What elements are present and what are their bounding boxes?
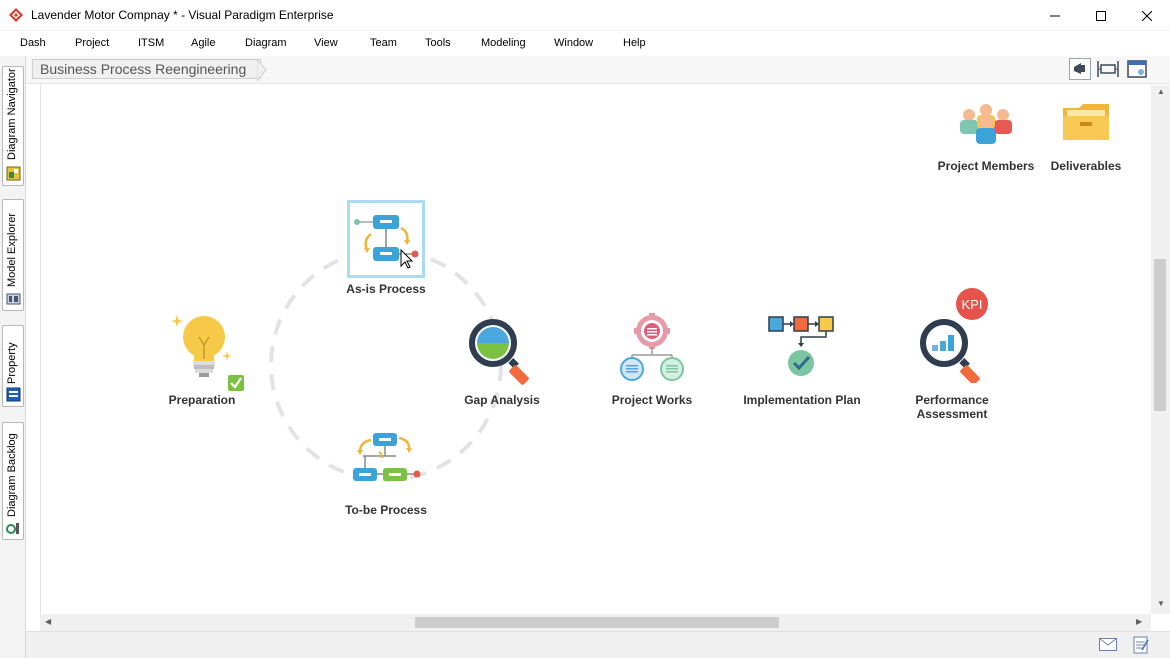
menu-help[interactable]: Help xyxy=(623,37,646,49)
vertical-scrollbar[interactable]: ▲ ▼ xyxy=(1151,85,1170,614)
side-tab-strip: Diagram Navigator Model Explorer Propert… xyxy=(0,56,26,658)
diagram-canvas[interactable]: Project Members Deliverables As-is Proce… xyxy=(40,85,1140,614)
menu-diagram[interactable]: Diagram xyxy=(245,37,287,49)
menu-team[interactable]: Team xyxy=(370,37,397,49)
people-group-icon[interactable] xyxy=(958,100,1014,145)
tab-model-explorer-label: Model Explorer xyxy=(6,213,18,287)
horizontal-scrollbar[interactable]: ◀ ▶ xyxy=(40,614,1151,631)
maximize-icon xyxy=(1096,10,1106,21)
implementation-plan-label: Implementation Plan xyxy=(743,393,861,407)
visual-paradigm-logo-icon xyxy=(9,8,23,22)
performance-assessment-label-line1: Performance xyxy=(915,393,989,407)
diagram-backlog-icon xyxy=(6,523,19,534)
tab-diagram-navigator-label: Diagram Navigator xyxy=(6,68,18,160)
project-works-label: Project Works xyxy=(611,393,693,407)
breadcrumb-chevron-icon xyxy=(257,58,267,82)
tab-diagram-backlog-label: Diagram Backlog xyxy=(6,433,18,517)
kpi-magnifier-icon[interactable]: KPI xyxy=(917,287,991,383)
tab-property-label: Property xyxy=(6,342,18,384)
flowchart-icon[interactable] xyxy=(347,200,425,278)
performance-assessment-label-line2: Assessment xyxy=(916,407,988,421)
scroll-up-icon[interactable]: ▲ xyxy=(1157,87,1165,96)
close-icon xyxy=(1142,10,1152,21)
minimize-icon xyxy=(1050,15,1060,16)
model-explorer-icon xyxy=(6,293,21,305)
diagram-view-icon[interactable] xyxy=(1126,58,1148,80)
menu-view[interactable]: View xyxy=(314,37,338,49)
title-bar: Lavender Motor Compnay * - Visual Paradi… xyxy=(0,0,1170,31)
gap-analysis-label: Gap Analysis xyxy=(464,393,540,407)
scroll-left-icon[interactable]: ◀ xyxy=(45,617,52,626)
vertical-scrollbar-thumb[interactable] xyxy=(1154,259,1166,411)
breadcrumb[interactable]: Business Process Reengineering xyxy=(32,59,262,79)
notes-icon[interactable] xyxy=(1133,636,1149,654)
menu-itsm[interactable]: ITSM xyxy=(138,37,165,49)
minimize-button[interactable] xyxy=(1032,0,1078,31)
to-be-process-label: To-be Process xyxy=(345,503,427,517)
gear-hierarchy-icon[interactable] xyxy=(617,313,687,383)
tab-diagram-navigator[interactable]: Diagram Navigator xyxy=(2,66,24,186)
diagram-navigator-icon xyxy=(6,166,21,181)
magnifier-icon[interactable] xyxy=(467,317,537,385)
plan-flow-icon[interactable] xyxy=(767,315,837,381)
tab-diagram-backlog[interactable]: Diagram Backlog xyxy=(2,422,24,540)
property-icon xyxy=(6,387,21,402)
deliverables-label: Deliverables xyxy=(1050,159,1122,173)
horizontal-scrollbar-thumb[interactable] xyxy=(415,617,779,628)
menu-dash[interactable]: Dash xyxy=(20,37,46,49)
menu-window[interactable]: Window xyxy=(554,37,594,49)
menu-bar: Dash Project ITSM Agile Diagram View Tea… xyxy=(0,31,1170,56)
menu-modeling[interactable]: Modeling xyxy=(481,37,526,49)
performance-assessment-label: Performance Assessment xyxy=(915,393,988,421)
lightbulb-icon[interactable] xyxy=(169,313,249,393)
breadcrumb-label: Business Process Reengineering xyxy=(40,61,247,77)
folder-icon[interactable] xyxy=(1061,102,1111,142)
announcement-icon[interactable] xyxy=(1069,58,1091,80)
flowchart-icon[interactable] xyxy=(348,430,424,486)
close-button[interactable] xyxy=(1124,0,1170,31)
tab-model-explorer[interactable]: Model Explorer xyxy=(2,199,24,311)
kpi-badge-text: KPI xyxy=(962,297,983,312)
scroll-down-icon[interactable]: ▼ xyxy=(1157,599,1165,608)
menu-project[interactable]: Project xyxy=(75,37,110,49)
preparation-label: Preparation xyxy=(168,393,236,407)
mail-icon[interactable] xyxy=(1099,638,1117,651)
project-members-label: Project Members xyxy=(937,159,1035,173)
breadcrumb-bar: Business Process Reengineering xyxy=(26,56,1170,84)
maximize-button[interactable] xyxy=(1078,0,1124,31)
window-title: Lavender Motor Compnay * - Visual Paradi… xyxy=(31,8,334,22)
fit-diagram-icon[interactable] xyxy=(1097,58,1119,80)
as-is-process-label: As-is Process xyxy=(346,282,426,296)
menu-tools[interactable]: Tools xyxy=(425,37,451,49)
menu-agile[interactable]: Agile xyxy=(191,37,216,49)
tab-property[interactable]: Property xyxy=(2,325,24,407)
status-bar xyxy=(26,631,1170,658)
scroll-right-icon[interactable]: ▶ xyxy=(1136,617,1143,626)
